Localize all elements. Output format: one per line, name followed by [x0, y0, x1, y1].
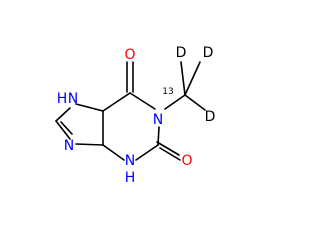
atom-nitrogen-n9: N — [64, 138, 74, 154]
atom-labels: O O N N H H N N 13 D D D — [57, 45, 216, 186]
bond-c13-d-top-left — [180, 61, 186, 96]
atom-nitrogen-n7: N — [68, 91, 78, 107]
bond-c5-c6 — [102, 92, 131, 112]
atom-deuterium-top-left: D — [176, 45, 187, 61]
atom-nitrogen-n3: N — [125, 153, 135, 169]
bond-c8-n9-inner — [60, 121, 73, 135]
atom-hydrogen-n3: H — [125, 170, 136, 186]
bond-n9-c4 — [75, 143, 104, 146]
bond-n1-c13 — [164, 94, 186, 110]
atom-deuterium-top-right: D — [203, 45, 214, 61]
bond-c13-d-right — [184, 94, 206, 111]
atom-nitrogen-n1: N — [153, 112, 163, 128]
isotope-mass-label: 13 — [162, 87, 173, 97]
structure-diagram: O O N N H H N N 13 D D D — [55, 45, 216, 186]
atom-oxygen-top: O — [124, 47, 135, 63]
atom-deuterium-right: D — [205, 109, 216, 125]
bond-c2-n3 — [135, 144, 159, 161]
bond-c2-o-double — [159, 147, 181, 161]
bond-n7-c5 — [75, 103, 104, 112]
bond-n3-c4 — [102, 144, 125, 161]
bond-n7-c8 — [55, 107, 71, 122]
atom-oxygen-right: O — [181, 153, 192, 169]
bond-c2-o — [156, 141, 180, 156]
bond-c8-n9 — [55, 120, 71, 140]
atom-hydrogen-n7: H — [57, 91, 68, 107]
bonds — [55, 61, 206, 161]
bond-c6-n1 — [129, 92, 156, 110]
bond-c13-d-top-right — [184, 61, 201, 96]
